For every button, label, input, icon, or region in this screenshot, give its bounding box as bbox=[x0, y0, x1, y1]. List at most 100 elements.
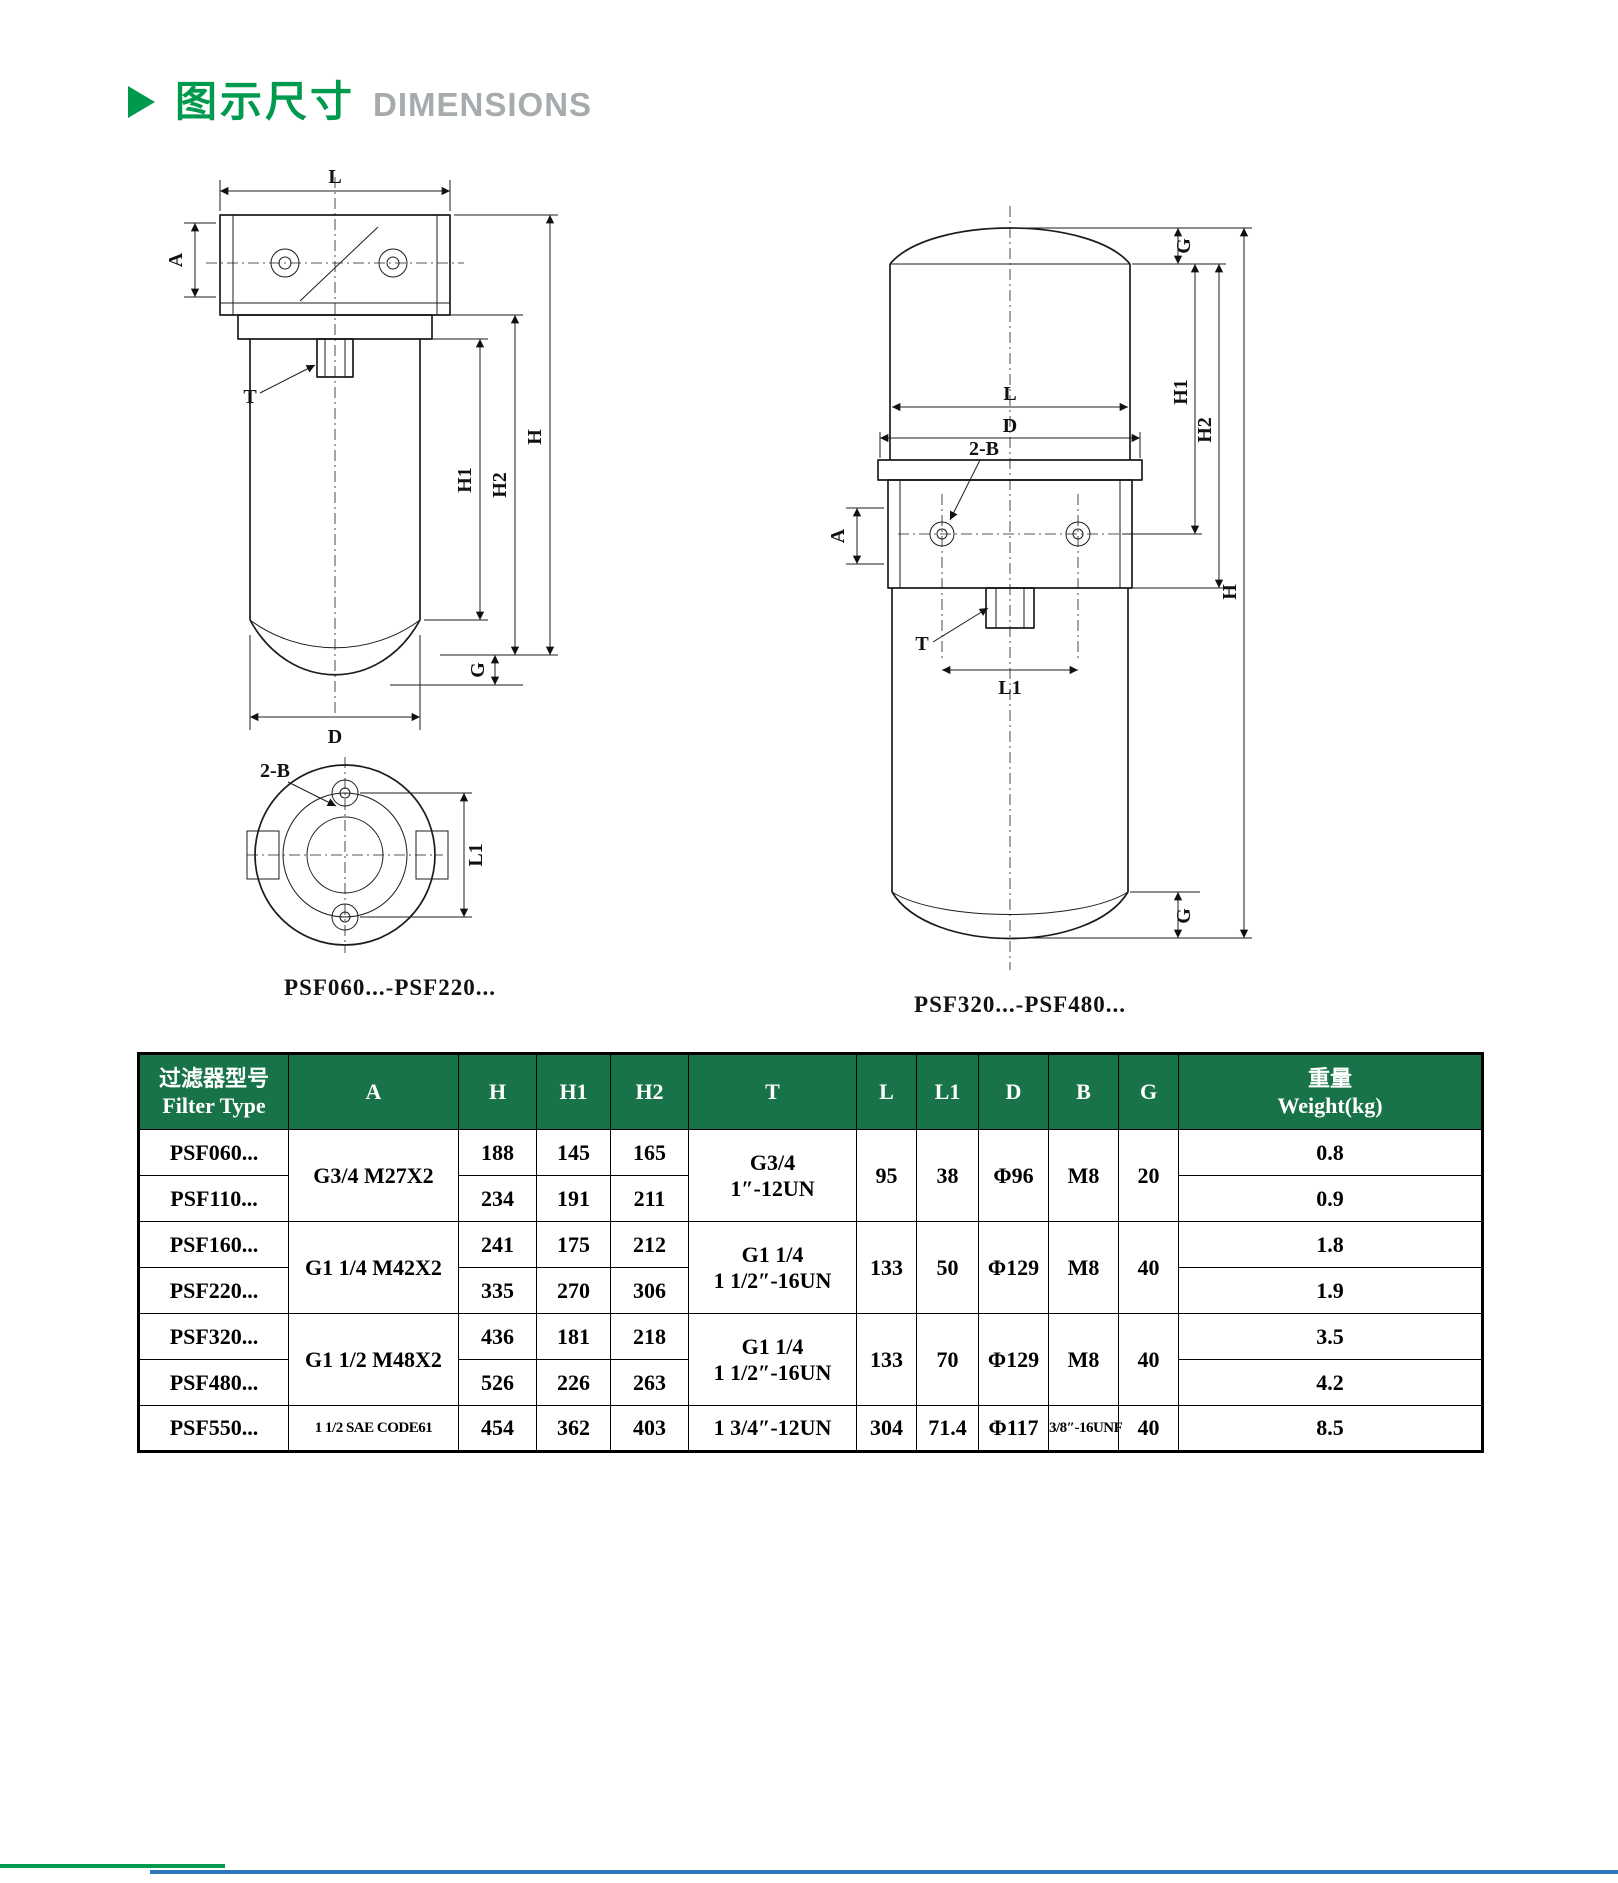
col-header-l: L bbox=[856, 1053, 917, 1130]
cell-h2: 306 bbox=[610, 1267, 689, 1314]
dim-label-a: A bbox=[165, 252, 187, 267]
cell-l1: 71.4 bbox=[916, 1405, 979, 1452]
cell-h1: 270 bbox=[536, 1267, 611, 1314]
table-row: PSF220... 335 270 306 1.9 bbox=[138, 1267, 1483, 1314]
front-view-outline bbox=[206, 177, 464, 713]
large-filter-drawing: L D 2-B A T L1 G bbox=[827, 206, 1252, 970]
cell-type: PSF550... bbox=[138, 1405, 289, 1452]
dim-label-t: T bbox=[915, 633, 929, 655]
cell-weight: 1.8 bbox=[1178, 1221, 1483, 1268]
cell-h: 188 bbox=[458, 1129, 537, 1176]
dim-label-h: H bbox=[524, 429, 546, 445]
col-header-d: D bbox=[978, 1053, 1049, 1130]
figure-small-filter: L A T H1 H2 H G bbox=[150, 165, 630, 1001]
col-header-a: A bbox=[288, 1053, 459, 1130]
cell-l: 95 bbox=[856, 1129, 917, 1222]
table-row: PSF320... G1 1/2 M48X2 436 181 218 G1 1/… bbox=[138, 1313, 1483, 1406]
cell-g: 40 bbox=[1118, 1221, 1179, 1314]
col-header-weight: 重量 Weight(kg) bbox=[1178, 1053, 1483, 1130]
dim-label-h1: H1 bbox=[1170, 379, 1192, 405]
cell-h1: 145 bbox=[536, 1129, 611, 1176]
cell-h2: 218 bbox=[610, 1313, 689, 1360]
cell-h: 436 bbox=[458, 1313, 537, 1360]
cell-h: 241 bbox=[458, 1221, 537, 1268]
dim-label-h1: H1 bbox=[454, 467, 476, 493]
section-header: 图示尺寸 DIMENSIONS bbox=[128, 80, 592, 124]
outline bbox=[877, 206, 1143, 970]
dim-label-g-bottom: G bbox=[1173, 908, 1195, 924]
cell-type: PSF320... bbox=[138, 1313, 289, 1360]
cell-type: PSF110... bbox=[138, 1175, 289, 1222]
cell-a: G1 1/2 M48X2 bbox=[288, 1313, 459, 1406]
col-header-filter-type: 过滤器型号 Filter Type bbox=[138, 1053, 289, 1130]
dim-label-d: D bbox=[1003, 415, 1017, 437]
table-row: PSF550... 1 1/2 SAE CODE61 454 362 403 1… bbox=[138, 1405, 1483, 1452]
cell-b: M8 bbox=[1048, 1221, 1119, 1314]
dim-label-g: G bbox=[467, 662, 489, 678]
cell-t: G1 1/4 1 1/2″-16UN bbox=[688, 1313, 857, 1406]
cell-b: M8 bbox=[1048, 1313, 1119, 1406]
dim-label-h2: H2 bbox=[1194, 417, 1216, 443]
cell-h: 335 bbox=[458, 1267, 537, 1314]
cell-t: 1 3/4″-12UN bbox=[688, 1405, 857, 1452]
cell-h: 526 bbox=[458, 1359, 537, 1406]
dim-label-a: A bbox=[827, 528, 849, 543]
bottom-view: 2-B L1 bbox=[246, 757, 487, 953]
cell-weight: 0.9 bbox=[1178, 1175, 1483, 1222]
figure-caption-large: PSF320...-PSF480... bbox=[914, 992, 1126, 1017]
dim-label-l1: L1 bbox=[465, 843, 487, 866]
page-title-en: DIMENSIONS bbox=[373, 86, 593, 123]
cell-h: 234 bbox=[458, 1175, 537, 1222]
cell-weight: 0.8 bbox=[1178, 1129, 1483, 1176]
table-row: PSF060... G3/4 M27X2 188 145 165 G3/4 1″… bbox=[138, 1129, 1483, 1222]
col-header-h1: H1 bbox=[536, 1053, 611, 1130]
dimensions: L D 2-B A T L1 G bbox=[827, 227, 1252, 939]
col-header-b: B bbox=[1048, 1053, 1119, 1130]
dim-label-h: H bbox=[1219, 584, 1241, 600]
cell-weight: 3.5 bbox=[1178, 1313, 1483, 1360]
col-header-g: G bbox=[1118, 1053, 1179, 1130]
cell-d: Φ117 bbox=[978, 1405, 1049, 1452]
cell-weight: 4.2 bbox=[1178, 1359, 1483, 1406]
cell-l: 133 bbox=[856, 1313, 917, 1406]
section-arrow-icon bbox=[128, 86, 155, 118]
dim-label-h2: H2 bbox=[489, 472, 511, 498]
cell-h: 454 bbox=[458, 1405, 537, 1452]
page-title-cn: 图示尺寸 bbox=[175, 77, 356, 126]
cell-h2: 165 bbox=[610, 1129, 689, 1176]
col-header-h: H bbox=[458, 1053, 537, 1130]
cell-a: G3/4 M27X2 bbox=[288, 1129, 459, 1222]
cell-h1: 191 bbox=[536, 1175, 611, 1222]
cell-l: 133 bbox=[856, 1221, 917, 1314]
table-row: PSF160... G1 1/4 M42X2 241 175 212 G1 1/… bbox=[138, 1221, 1483, 1314]
cell-b: M8 bbox=[1048, 1129, 1119, 1222]
cell-l1: 38 bbox=[916, 1129, 979, 1222]
cell-h1: 175 bbox=[536, 1221, 611, 1268]
cell-l: 304 bbox=[856, 1405, 917, 1452]
cell-h1: 226 bbox=[536, 1359, 611, 1406]
dim-label-2b: 2-B bbox=[969, 438, 999, 460]
cell-h2: 403 bbox=[610, 1405, 689, 1452]
dim-label-l1: L1 bbox=[998, 677, 1021, 699]
dim-label-g-top: G bbox=[1173, 238, 1195, 254]
dimensions-table: 过滤器型号 Filter Type A H H1 H2 T L L1 D B G… bbox=[137, 1052, 1484, 1453]
cell-d: Φ129 bbox=[978, 1313, 1049, 1406]
cell-g: 40 bbox=[1118, 1405, 1179, 1452]
dim-label-2b: 2-B bbox=[260, 760, 290, 782]
cell-g: 40 bbox=[1118, 1313, 1179, 1406]
figure-caption-small: PSF060...-PSF220... bbox=[284, 975, 496, 1000]
cell-h2: 211 bbox=[610, 1175, 689, 1222]
figure-large-filter: L D 2-B A T L1 G bbox=[770, 192, 1270, 1018]
cell-t: G1 1/4 1 1/2″-16UN bbox=[688, 1221, 857, 1314]
cell-weight: 8.5 bbox=[1178, 1405, 1483, 1452]
cell-type: PSF060... bbox=[138, 1129, 289, 1176]
cell-l1: 50 bbox=[916, 1221, 979, 1314]
cell-d: Φ129 bbox=[978, 1221, 1049, 1314]
cell-t: G3/4 1″-12UN bbox=[688, 1129, 857, 1222]
dim-label-l: L bbox=[1003, 383, 1016, 405]
cell-type: PSF160... bbox=[138, 1221, 289, 1268]
front-view-dimensions: L A T H1 H2 H G bbox=[165, 166, 558, 748]
cell-l1: 70 bbox=[916, 1313, 979, 1406]
cell-a: G1 1/4 M42X2 bbox=[288, 1221, 459, 1314]
col-header-t: T bbox=[688, 1053, 857, 1130]
